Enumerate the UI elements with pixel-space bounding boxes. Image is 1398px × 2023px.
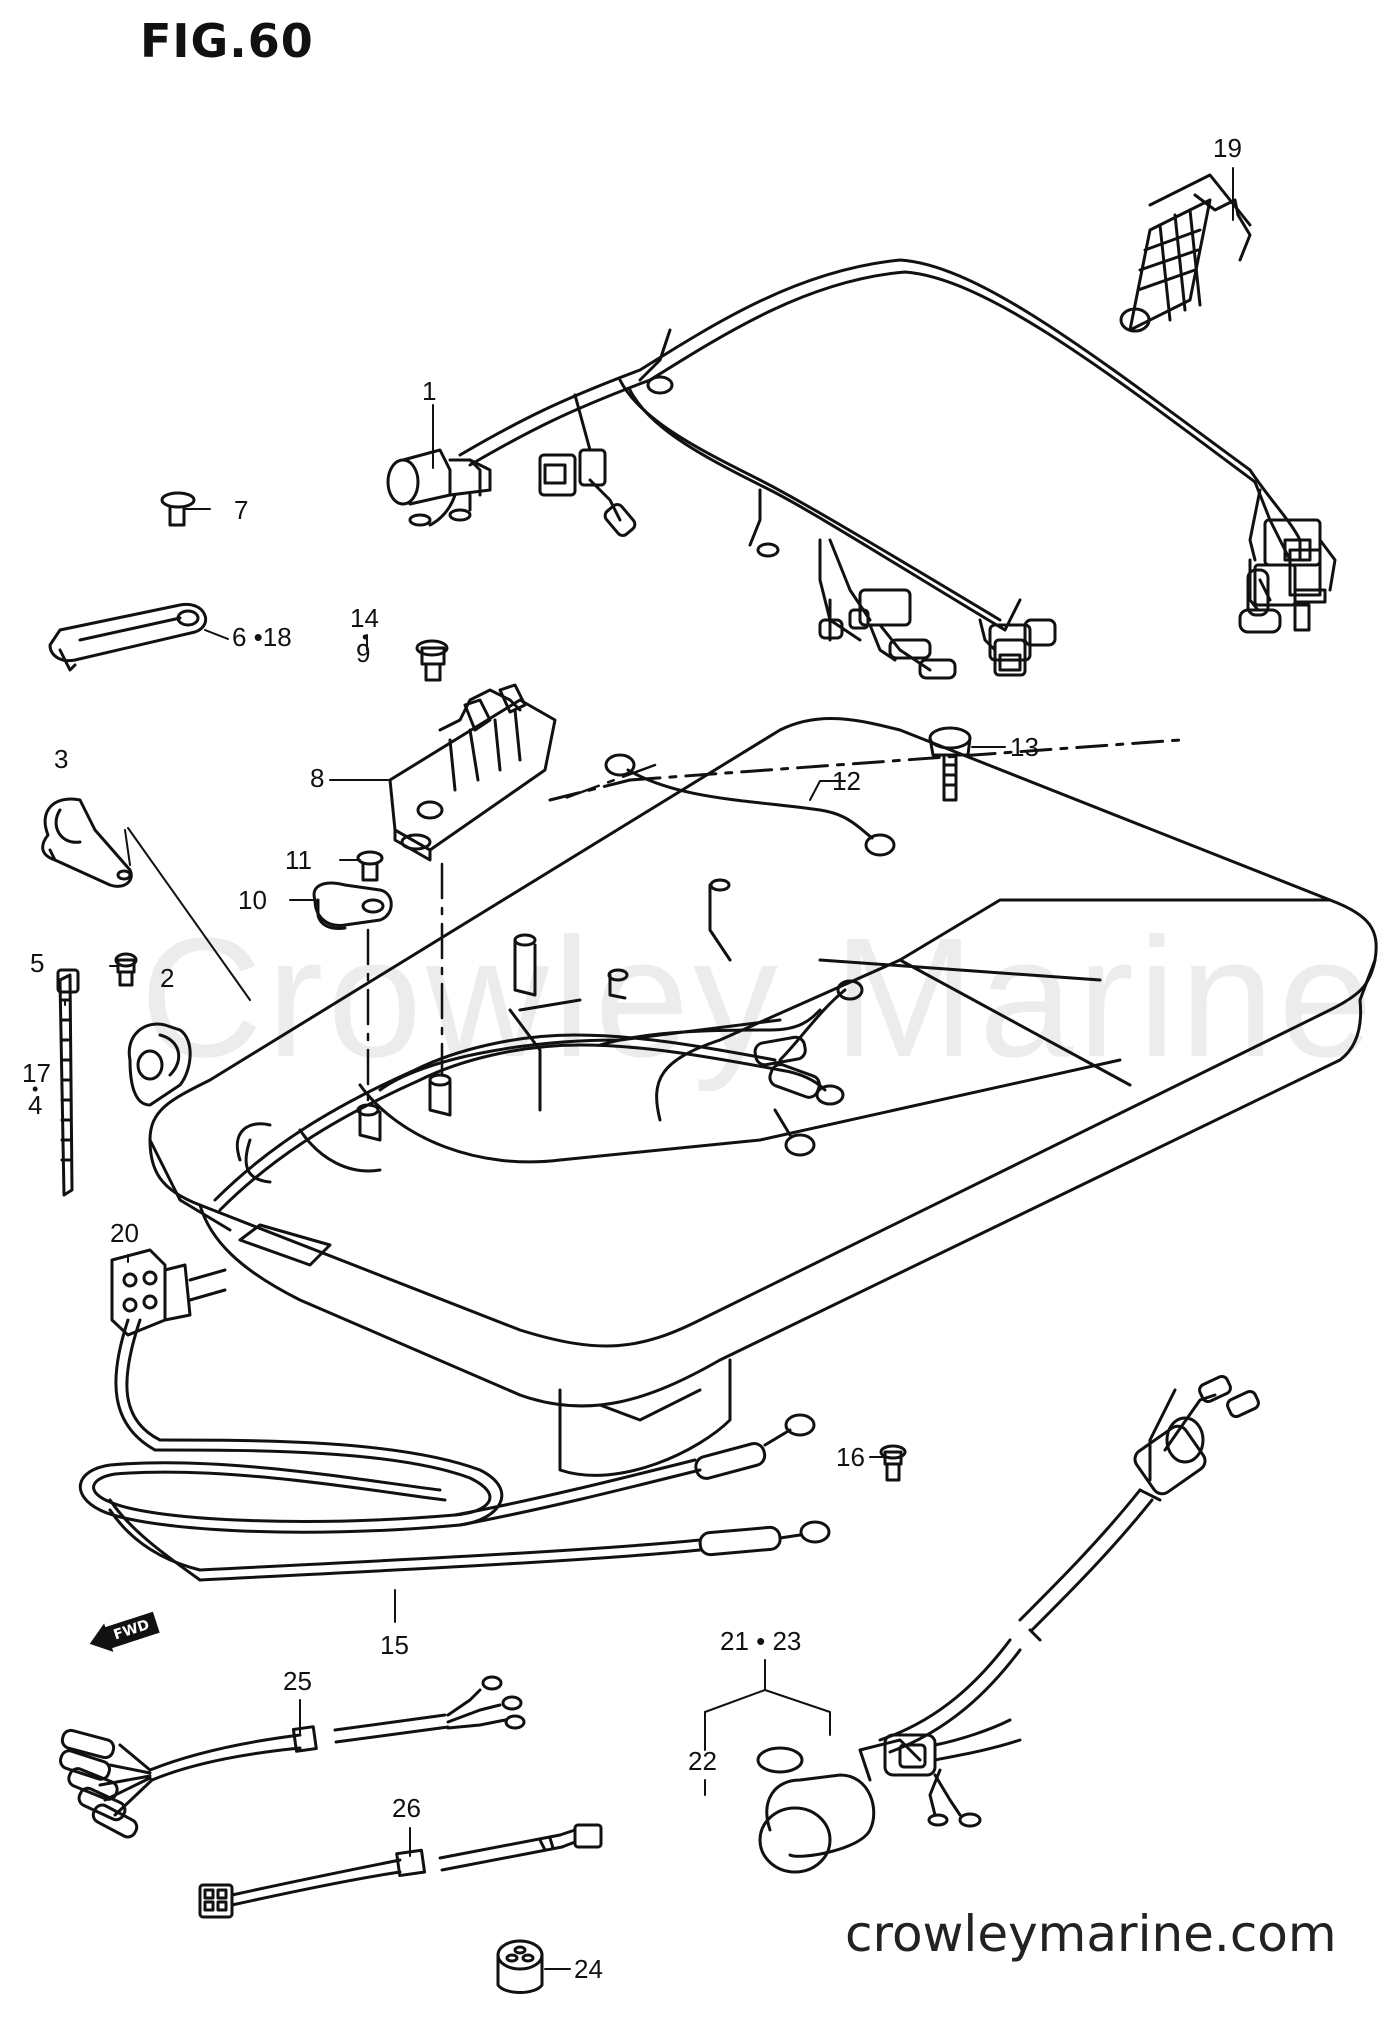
callout-21-23: 21 • 23	[720, 1626, 802, 1656]
callout-15: 15	[380, 1630, 409, 1660]
bolt-13-drawing	[928, 726, 972, 802]
dot-14-9: •	[362, 627, 369, 647]
plate-10-drawing	[312, 881, 393, 930]
holder-8-drawing	[388, 683, 557, 862]
website-link[interactable]: crowleymarine.com	[845, 1905, 1337, 1963]
bolt-9-drawing	[415, 639, 449, 682]
ground-wire-12-drawing	[604, 753, 896, 857]
main-harness-drawing	[386, 258, 1337, 680]
callout-13: 13	[1010, 732, 1039, 762]
callout-1: 1	[422, 376, 437, 406]
callout-22: 22	[688, 1746, 717, 1776]
figure-title: FIG.60	[140, 14, 314, 68]
clamp-6-drawing	[48, 602, 208, 672]
callout-25: 25	[283, 1666, 312, 1696]
callout-14: 14	[350, 603, 379, 633]
callout-8: 8	[310, 763, 325, 793]
callout-5: 5	[30, 948, 45, 978]
callout-9: 9	[356, 638, 371, 668]
grommet-2-drawing	[127, 1022, 192, 1107]
callout-26: 26	[392, 1793, 421, 1823]
sleeve-19-drawing	[1119, 173, 1252, 333]
callout-19: 19	[1213, 133, 1242, 163]
switch-21-23-drawing	[756, 1374, 1260, 1874]
lead-26-drawing	[198, 1823, 603, 1919]
dot-17-4: •	[32, 1079, 39, 1099]
callout-16: 16	[836, 1442, 865, 1472]
callout-10: 10	[238, 885, 267, 915]
grommet-24-drawing	[496, 1939, 544, 1994]
clamp-3-drawing	[41, 797, 251, 1001]
callout-24: 24	[574, 1954, 603, 1984]
lead-25-drawing	[59, 1675, 526, 1839]
guide-lines	[366, 763, 657, 1112]
lower-cover-drawing	[148, 716, 1378, 1477]
callout-12: 12	[832, 766, 861, 796]
callout-11: 11	[285, 845, 312, 875]
bolt-16-drawing	[879, 1444, 907, 1482]
screw-7-drawing	[160, 491, 196, 527]
callout-3: 3	[54, 744, 69, 774]
callout-20: 20	[110, 1218, 139, 1248]
callout-6-18: 6 •18	[232, 622, 292, 652]
screw-11-drawing	[356, 850, 384, 882]
callout-2: 2	[160, 963, 175, 993]
callout-4: 4	[28, 1090, 43, 1120]
screw-5-drawing	[114, 952, 138, 987]
leader-lines	[64, 167, 1234, 1970]
connector-20-drawing	[110, 1248, 227, 1337]
callout-7: 7	[234, 495, 249, 525]
harness-15-drawing	[78, 979, 864, 1582]
callout-17: 17	[22, 1058, 51, 1088]
cable-tie-4-drawing	[56, 968, 80, 1197]
